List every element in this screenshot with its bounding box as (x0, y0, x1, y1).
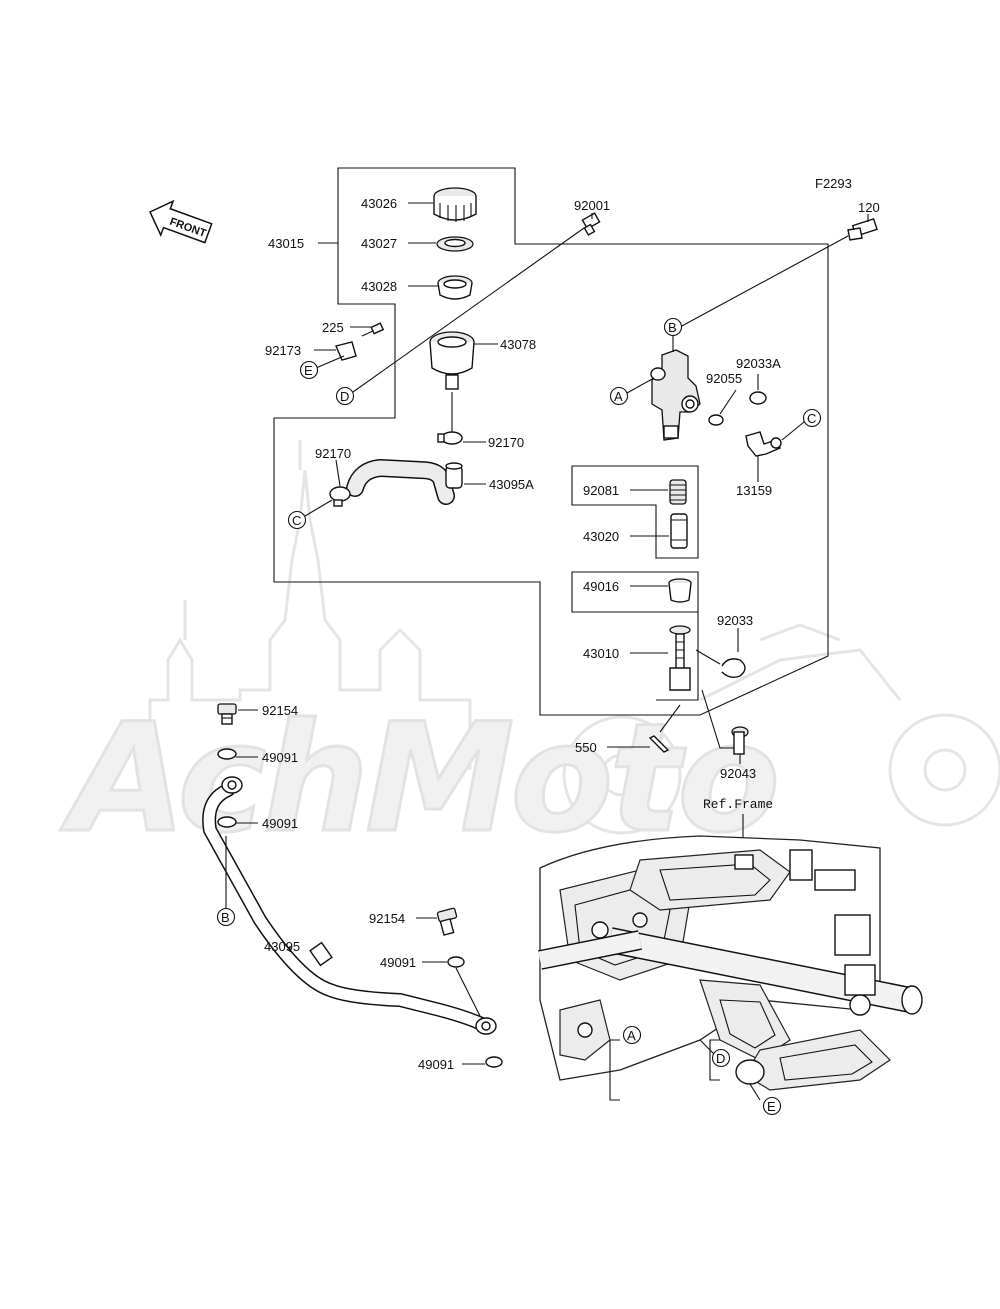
washer-49091-2 (217, 816, 237, 828)
clamp-92170-upper (437, 431, 463, 445)
assembly-outline-upper (273, 167, 829, 716)
bracket-92173 (335, 341, 357, 361)
circlip-92033a (749, 391, 767, 405)
screw-225 (361, 322, 385, 337)
callout-c-right: C (807, 411, 816, 426)
pushrod-43010 (669, 625, 691, 691)
brake-hose-43095 (202, 776, 497, 1035)
diaphragm (437, 275, 473, 300)
fitting-13159 (745, 431, 782, 457)
label-13159: 13159 (736, 483, 772, 498)
cotter-pin-550 (648, 735, 670, 753)
washer-49091-3 (447, 956, 465, 968)
callout-e-upper: E (304, 363, 313, 378)
label-43010: 43010 (583, 646, 619, 661)
boot-49016 (668, 578, 692, 603)
watermark: AchMoto (59, 440, 1000, 868)
oring-92055 (708, 414, 724, 426)
circlip-92033 (721, 658, 746, 679)
label-49091-2: 49091 (262, 816, 298, 831)
label-43020: 43020 (583, 529, 619, 544)
master-cylinder-body (650, 349, 701, 441)
label-43027: 43027 (361, 236, 397, 251)
label-49016: 49016 (583, 579, 619, 594)
label-92055: 92055 (706, 371, 742, 386)
label-43026: 43026 (361, 196, 397, 211)
label-43095: 43095 (264, 939, 300, 954)
hose-43095a (346, 458, 463, 505)
callout-c-left: C (292, 513, 301, 528)
label-92033: 92033 (717, 613, 753, 628)
label-43078: 43078 (500, 337, 536, 352)
spring-92081 (669, 479, 687, 505)
label-92170-lower: 92170 (315, 446, 351, 461)
callout-d-upper: D (340, 389, 349, 404)
pin-92043 (731, 726, 749, 755)
callout-d-lower: D (716, 1051, 725, 1066)
front-arrow-icon: FRONT (149, 199, 213, 244)
diagram-code: F2293 (815, 176, 852, 191)
callout-b-upper: B (668, 320, 677, 335)
label-92173: 92173 (265, 343, 301, 358)
clamp-92170-lower (329, 486, 351, 507)
banjo-bolt-92154-upper (217, 703, 237, 725)
callout-e-lower: E (767, 1099, 776, 1114)
washer-49091-4 (485, 1056, 503, 1068)
label-120: 120 (858, 200, 880, 215)
bolt-92001 (581, 212, 601, 236)
washer-49091-1 (217, 748, 237, 760)
piston-box-outline (571, 465, 699, 559)
callout-b-lower: B (221, 910, 230, 925)
label-225: 225 (322, 320, 344, 335)
label-92033a: 92033A (736, 356, 781, 371)
label-92154-lower: 92154 (369, 911, 405, 926)
ref-frame-label: Ref.Frame (703, 797, 773, 812)
label-43095a: 43095A (489, 477, 534, 492)
label-92001: 92001 (574, 198, 610, 213)
callout-a-upper: A (614, 389, 623, 404)
label-92170-upper: 92170 (488, 435, 524, 450)
reservoir-cap (433, 187, 477, 222)
piston-43020 (670, 513, 688, 549)
label-43028: 43028 (361, 279, 397, 294)
bolt-120 (847, 218, 878, 241)
label-92043: 92043 (720, 766, 756, 781)
callout-a-lower: A (627, 1028, 636, 1043)
banjo-bolt-92154-lower (436, 907, 458, 936)
label-92154-upper: 92154 (262, 703, 298, 718)
label-92081: 92081 (583, 483, 619, 498)
label-49091-1: 49091 (262, 750, 298, 765)
label-550: 550 (575, 740, 597, 755)
reservoir-tank (429, 331, 475, 390)
label-49091-3: 49091 (380, 955, 416, 970)
diaphragm-plate (436, 236, 474, 252)
frame-illustration (538, 835, 923, 1091)
label-49091-4: 49091 (418, 1057, 454, 1072)
label-43015: 43015 (268, 236, 304, 251)
